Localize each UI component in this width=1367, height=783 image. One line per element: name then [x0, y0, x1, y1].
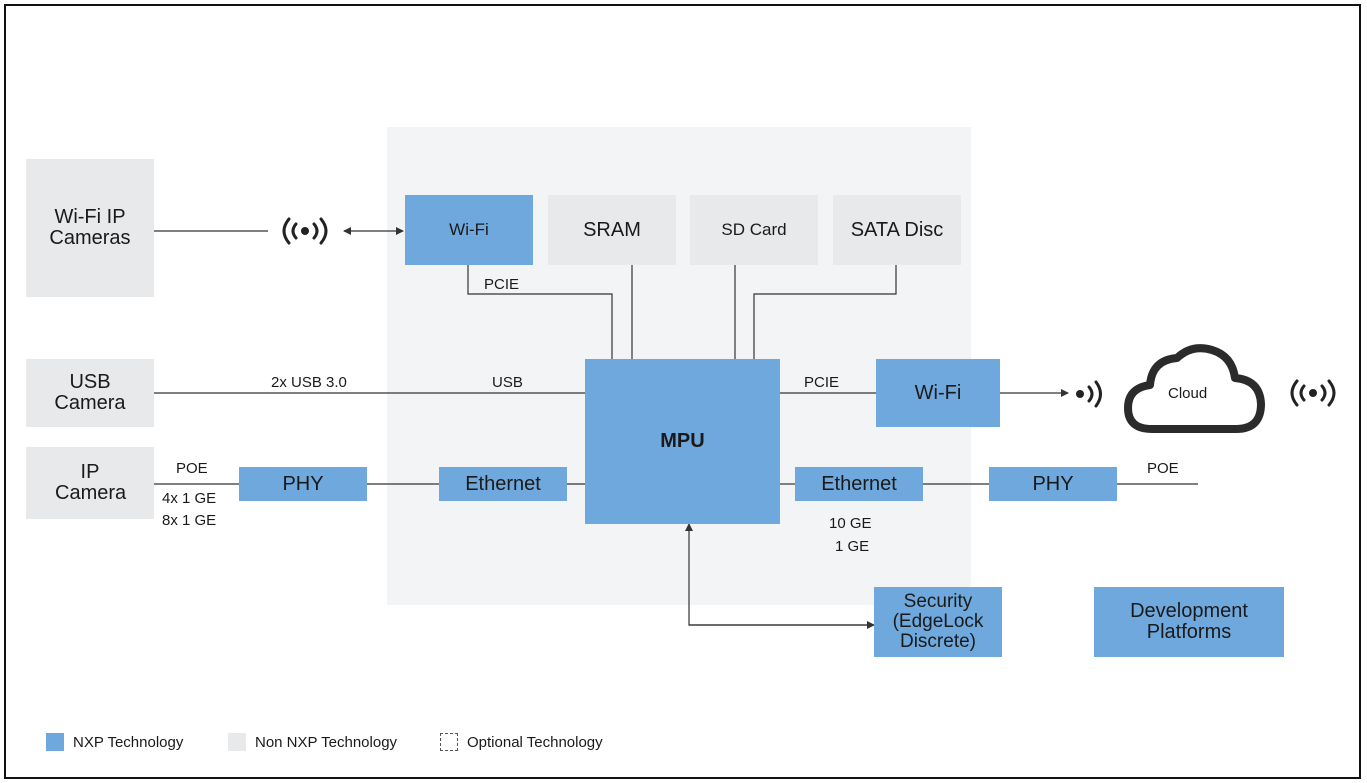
sram-box: SRAM — [548, 195, 676, 265]
ge-1-label: 1 GE — [835, 538, 870, 555]
ip-camera-label: IP Camera — [55, 461, 127, 504]
phy-left-label: PHY — [282, 472, 324, 495]
wifi-ip-cameras-label: Wi-Fi IP Cameras — [49, 206, 131, 249]
usb-label: USB — [492, 374, 523, 391]
legend-non-nxp: Non NXP Technology — [228, 733, 397, 751]
sram-label: SRAM — [583, 218, 641, 241]
legend-nxp-label: NXP Technology — [73, 733, 184, 751]
pcie-right-label: PCIE — [804, 374, 840, 391]
wireless-signal-icon — [282, 217, 328, 245]
legend-nxp: NXP Technology — [46, 733, 183, 751]
wireless-signal-icon — [1076, 380, 1102, 408]
poe-right-label: POE — [1147, 460, 1179, 477]
legend-non-nxp-swatch — [228, 733, 246, 751]
mpu-label: MPU — [660, 430, 705, 452]
legend-non-nxp-label: Non NXP Technology — [255, 733, 398, 751]
wireless-signal-icon — [1290, 379, 1336, 407]
legend-optional-label: Optional Technology — [467, 733, 603, 751]
legend-optional-swatch — [440, 733, 458, 751]
usb-camera-label: USB Camera — [54, 371, 126, 414]
wifi-module-right: Wi-Fi — [876, 359, 1000, 427]
ethernet-left-label: Ethernet — [465, 472, 541, 495]
legend-optional: Optional Technology — [440, 733, 603, 751]
cloud-icon — [1124, 344, 1265, 433]
sd-card-label: SD Card — [721, 220, 787, 240]
phy-right-label: PHY — [1032, 472, 1074, 495]
ge-4x-label: 4x 1 GE — [162, 490, 217, 507]
phy-right-box: PHY — [989, 467, 1117, 501]
security-box: Security (EdgeLock Discrete) — [874, 587, 1002, 657]
pcie-top-label: PCIE — [484, 276, 520, 293]
sata-disc-box: SATA Disc — [833, 195, 961, 265]
poe-left-label: POE — [176, 460, 208, 477]
ge-10-label: 10 GE — [829, 515, 872, 532]
wifi-right-label: Wi-Fi — [914, 381, 962, 404]
ethernet-left-box: Ethernet — [439, 467, 567, 501]
usb-speed-label: 2x USB 3.0 — [271, 374, 347, 391]
legend-nxp-swatch — [46, 733, 64, 751]
development-platforms-label: Development Platforms — [1130, 600, 1248, 643]
wifi-top-label: Wi-Fi — [449, 220, 489, 240]
wifi-module-top: Wi-Fi — [405, 195, 533, 265]
phy-left-box: PHY — [239, 467, 367, 501]
ethernet-right-label: Ethernet — [821, 472, 897, 495]
ge-8x-label: 8x 1 GE — [162, 512, 217, 529]
ethernet-right-box: Ethernet — [795, 467, 923, 501]
ip-camera-box: IP Camera — [26, 447, 154, 519]
sd-card-box: SD Card — [690, 195, 818, 265]
wifi-ip-cameras-box: Wi-Fi IP Cameras — [26, 159, 154, 297]
sata-disc-label: SATA Disc — [850, 218, 944, 241]
mpu-box: MPU — [585, 359, 780, 524]
development-platforms-box: Development Platforms — [1094, 587, 1284, 657]
usb-camera-box: USB Camera — [26, 359, 154, 427]
security-label: Security (EdgeLock Discrete) — [892, 591, 984, 652]
cloud-label: Cloud — [1168, 385, 1208, 402]
